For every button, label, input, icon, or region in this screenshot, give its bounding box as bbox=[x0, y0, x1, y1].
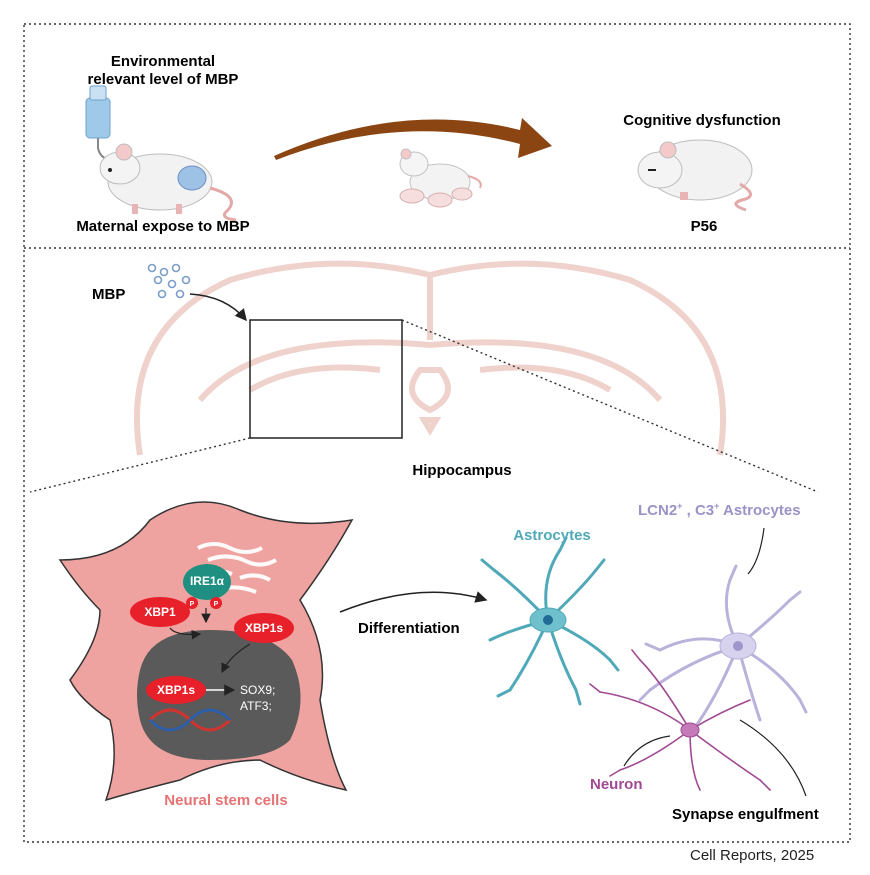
mbp-label: MBP bbox=[92, 286, 125, 303]
differentiation-arrow bbox=[339, 591, 488, 613]
ire1a-protein bbox=[183, 564, 231, 609]
target-gene-atf3: ATF3; bbox=[240, 699, 272, 713]
xbp1-label: XBP1 bbox=[144, 605, 176, 619]
pups-icon bbox=[399, 148, 482, 208]
synapse-engulfment-label: Synapse engulfment bbox=[672, 806, 819, 823]
reactive-astrocytes-label: LCN2+ , C3+ Astrocytes bbox=[638, 501, 801, 519]
neuron-pointer bbox=[623, 735, 671, 767]
environment-label-line2: relevant level of MBP bbox=[88, 71, 239, 88]
target-gene-sox9: SOX9; bbox=[240, 683, 275, 697]
xbp1-protein bbox=[130, 597, 190, 627]
phospho-badge-right: P bbox=[214, 601, 219, 608]
citation-label: Cell Reports, 2025 bbox=[690, 847, 814, 864]
xbp1s-nucleus-protein bbox=[146, 676, 206, 704]
astrocyte-icon bbox=[480, 536, 620, 706]
differentiation-label: Differentiation bbox=[358, 620, 460, 637]
environment-label-line1: Environmental bbox=[111, 53, 215, 70]
reactive-astrocyte-pointer bbox=[747, 527, 765, 575]
timeline-arrow bbox=[274, 118, 552, 160]
age-label: P56 bbox=[691, 218, 718, 235]
mbp-arrow bbox=[189, 293, 247, 322]
astrocytes-label: Astrocytes bbox=[513, 527, 591, 544]
neuron-soma bbox=[680, 722, 700, 738]
phospho-badge-left: P bbox=[190, 601, 195, 608]
mbp-particles-icon bbox=[147, 263, 191, 299]
water-bottle-icon bbox=[85, 85, 111, 161]
hippocampus-box bbox=[249, 319, 403, 439]
neuron-label: Neuron bbox=[590, 776, 643, 793]
nuclear-import-arrow bbox=[221, 643, 251, 674]
xbp1s-nucleus-label: XBP1s bbox=[157, 683, 195, 697]
xbp1-splice-arrow bbox=[169, 627, 202, 640]
adult-mouse-icon bbox=[637, 139, 753, 212]
dna-icon bbox=[148, 708, 232, 732]
astrocyte-nucleus bbox=[543, 615, 553, 625]
xbp1s-cyto-protein bbox=[234, 613, 294, 643]
zoom-line-right bbox=[401, 319, 819, 493]
xbp1s-cyto-label: XBP1s bbox=[245, 621, 283, 635]
maternal-expose-label: Maternal expose to MBP bbox=[76, 218, 249, 235]
synapse-pointer bbox=[739, 719, 807, 797]
outer-frame bbox=[23, 23, 851, 843]
hippocampus-label: Hippocampus bbox=[412, 462, 511, 479]
cognitive-dysfunction-label: Cognitive dysfunction bbox=[623, 112, 781, 129]
neural-stem-cells-label: Neural stem cells bbox=[164, 792, 287, 809]
neuron-icon bbox=[589, 649, 771, 791]
reactive-astrocyte-nucleus bbox=[733, 641, 743, 651]
reactive-astrocyte-icon bbox=[638, 564, 808, 734]
maternal-mouse-icon bbox=[99, 143, 237, 222]
brain-section-outline bbox=[134, 260, 726, 456]
ire1a-label: IRE1α bbox=[190, 574, 225, 588]
